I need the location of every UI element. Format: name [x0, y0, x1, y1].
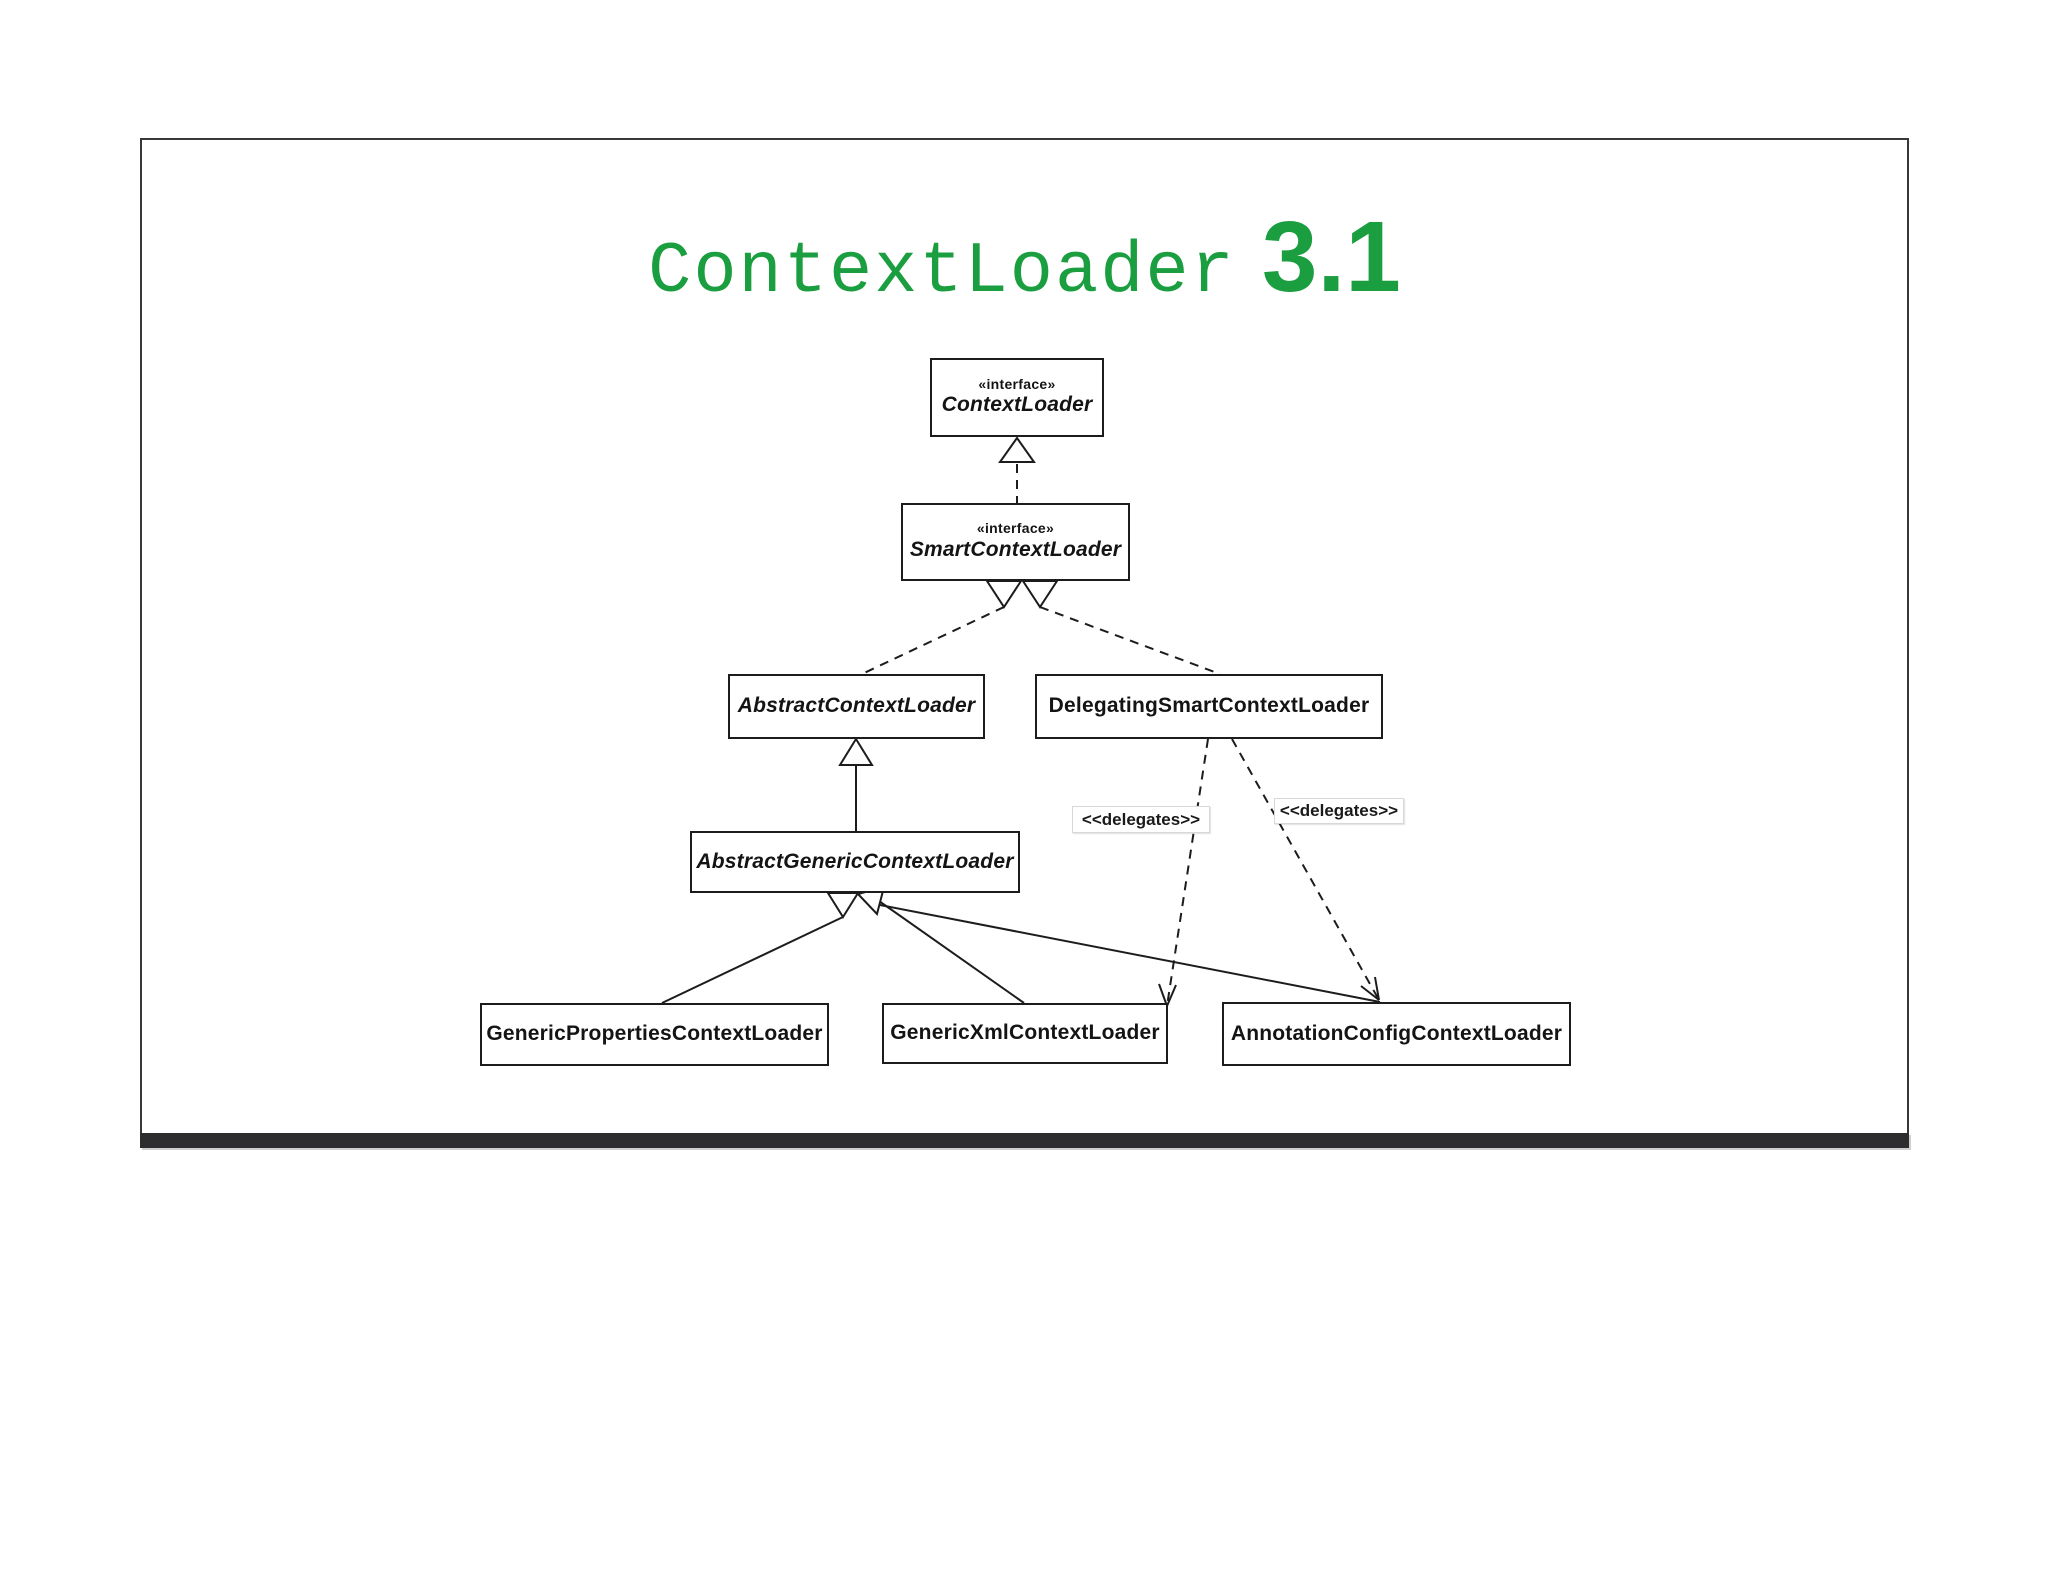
class-box-abstractgenericcontextloader: AbstractGenericContextLoader	[690, 831, 1020, 893]
class-box-genericpropertiescontextloader: GenericPropertiesContextLoader	[480, 1003, 829, 1066]
class-box-smartcontextloader: «interface» SmartContextLoader	[901, 503, 1130, 581]
delegates-label-right: <<delegates>>	[1274, 798, 1404, 824]
stereotype-label: «interface»	[978, 375, 1056, 392]
class-name: GenericXmlContextLoader	[890, 1021, 1160, 1045]
slide-bottom-bar	[140, 1133, 1909, 1148]
class-box-contextloader: «interface» ContextLoader	[930, 358, 1104, 437]
title-main: ContextLoader	[648, 231, 1236, 313]
class-box-genericxmlcontextloader: GenericXmlContextLoader	[882, 1003, 1168, 1064]
class-name: AnnotationConfigContextLoader	[1230, 1021, 1563, 1045]
slide-title: ContextLoader 3.1	[140, 200, 1909, 315]
class-name: SmartContextLoader	[909, 537, 1122, 561]
title-version: 3.1	[1261, 201, 1401, 313]
stereotype-label: «interface»	[976, 520, 1055, 537]
class-name: ContextLoader	[941, 393, 1093, 417]
class-name: GenericPropertiesContextLoader	[486, 1022, 823, 1046]
class-name: AbstractGenericContextLoader	[696, 849, 1014, 873]
class-name: DelegatingSmartContextLoader	[1048, 694, 1370, 718]
class-box-delegatingsmartcontextloader: DelegatingSmartContextLoader	[1035, 674, 1383, 739]
class-box-annotationconfigcontextloader: AnnotationConfigContextLoader	[1222, 1002, 1571, 1066]
class-name: AbstractContextLoader	[737, 694, 976, 718]
class-box-abstractcontextloader: AbstractContextLoader	[728, 674, 985, 739]
delegates-label-left: <<delegates>>	[1072, 806, 1210, 833]
